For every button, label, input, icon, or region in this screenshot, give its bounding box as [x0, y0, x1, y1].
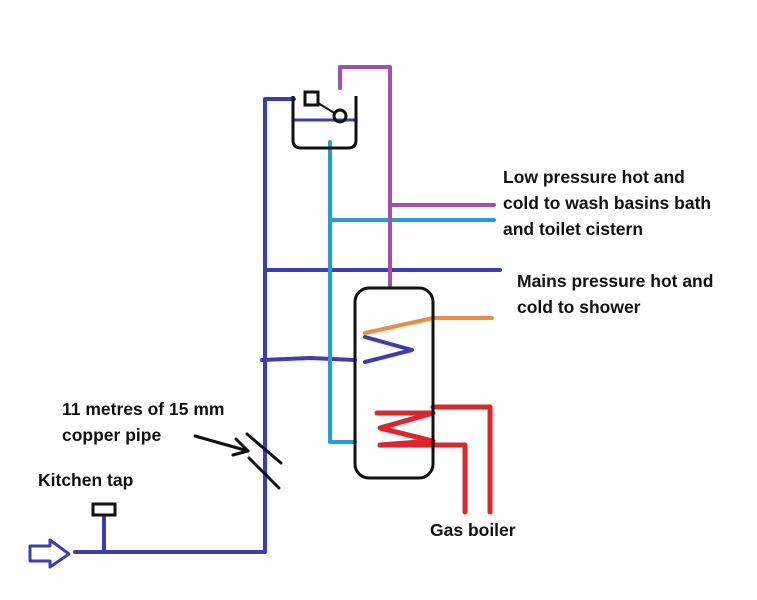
mains-pressure-label-line2: cold to shower [517, 297, 641, 317]
mains-inlet-arrow [28, 538, 71, 569]
pipe-length-label: 11 metres of 15 mm copper pipe [62, 396, 224, 448]
mains-pressure-label-line1: Mains pressure hot and [517, 271, 714, 291]
low-pressure-cold-pipework [328, 140, 496, 444]
kitchen-tap-icon [91, 502, 117, 517]
hot-water-cylinder [353, 286, 435, 480]
low-pressure-label: Low pressure hot and cold to wash basins… [503, 164, 711, 242]
mains-cold-pipework [73, 97, 502, 554]
low-pressure-label-line2: cold to wash basins bath [503, 193, 712, 213]
cold-water-cistern [291, 96, 358, 150]
pointer-arrow-icon [193, 434, 250, 457]
gas-boiler-label: Gas boiler [430, 520, 516, 540]
vent-pipework [338, 65, 496, 289]
ball-valve-icon [303, 90, 348, 124]
pipe-break-marks [245, 432, 283, 490]
pipe-length-label-line1: 11 metres of 15 mm [62, 399, 225, 419]
low-pressure-label-line1: Low pressure hot and [503, 167, 685, 187]
low-pressure-label-line3: and toilet cistern [503, 219, 644, 239]
mains-pressure-label: Mains pressure hot and cold to shower [517, 268, 713, 320]
hot-to-shower-pipe [363, 316, 494, 335]
pipe-length-label-line2: copper pipe [62, 425, 162, 445]
kitchen-tap-label: Kitchen tap [38, 470, 134, 490]
